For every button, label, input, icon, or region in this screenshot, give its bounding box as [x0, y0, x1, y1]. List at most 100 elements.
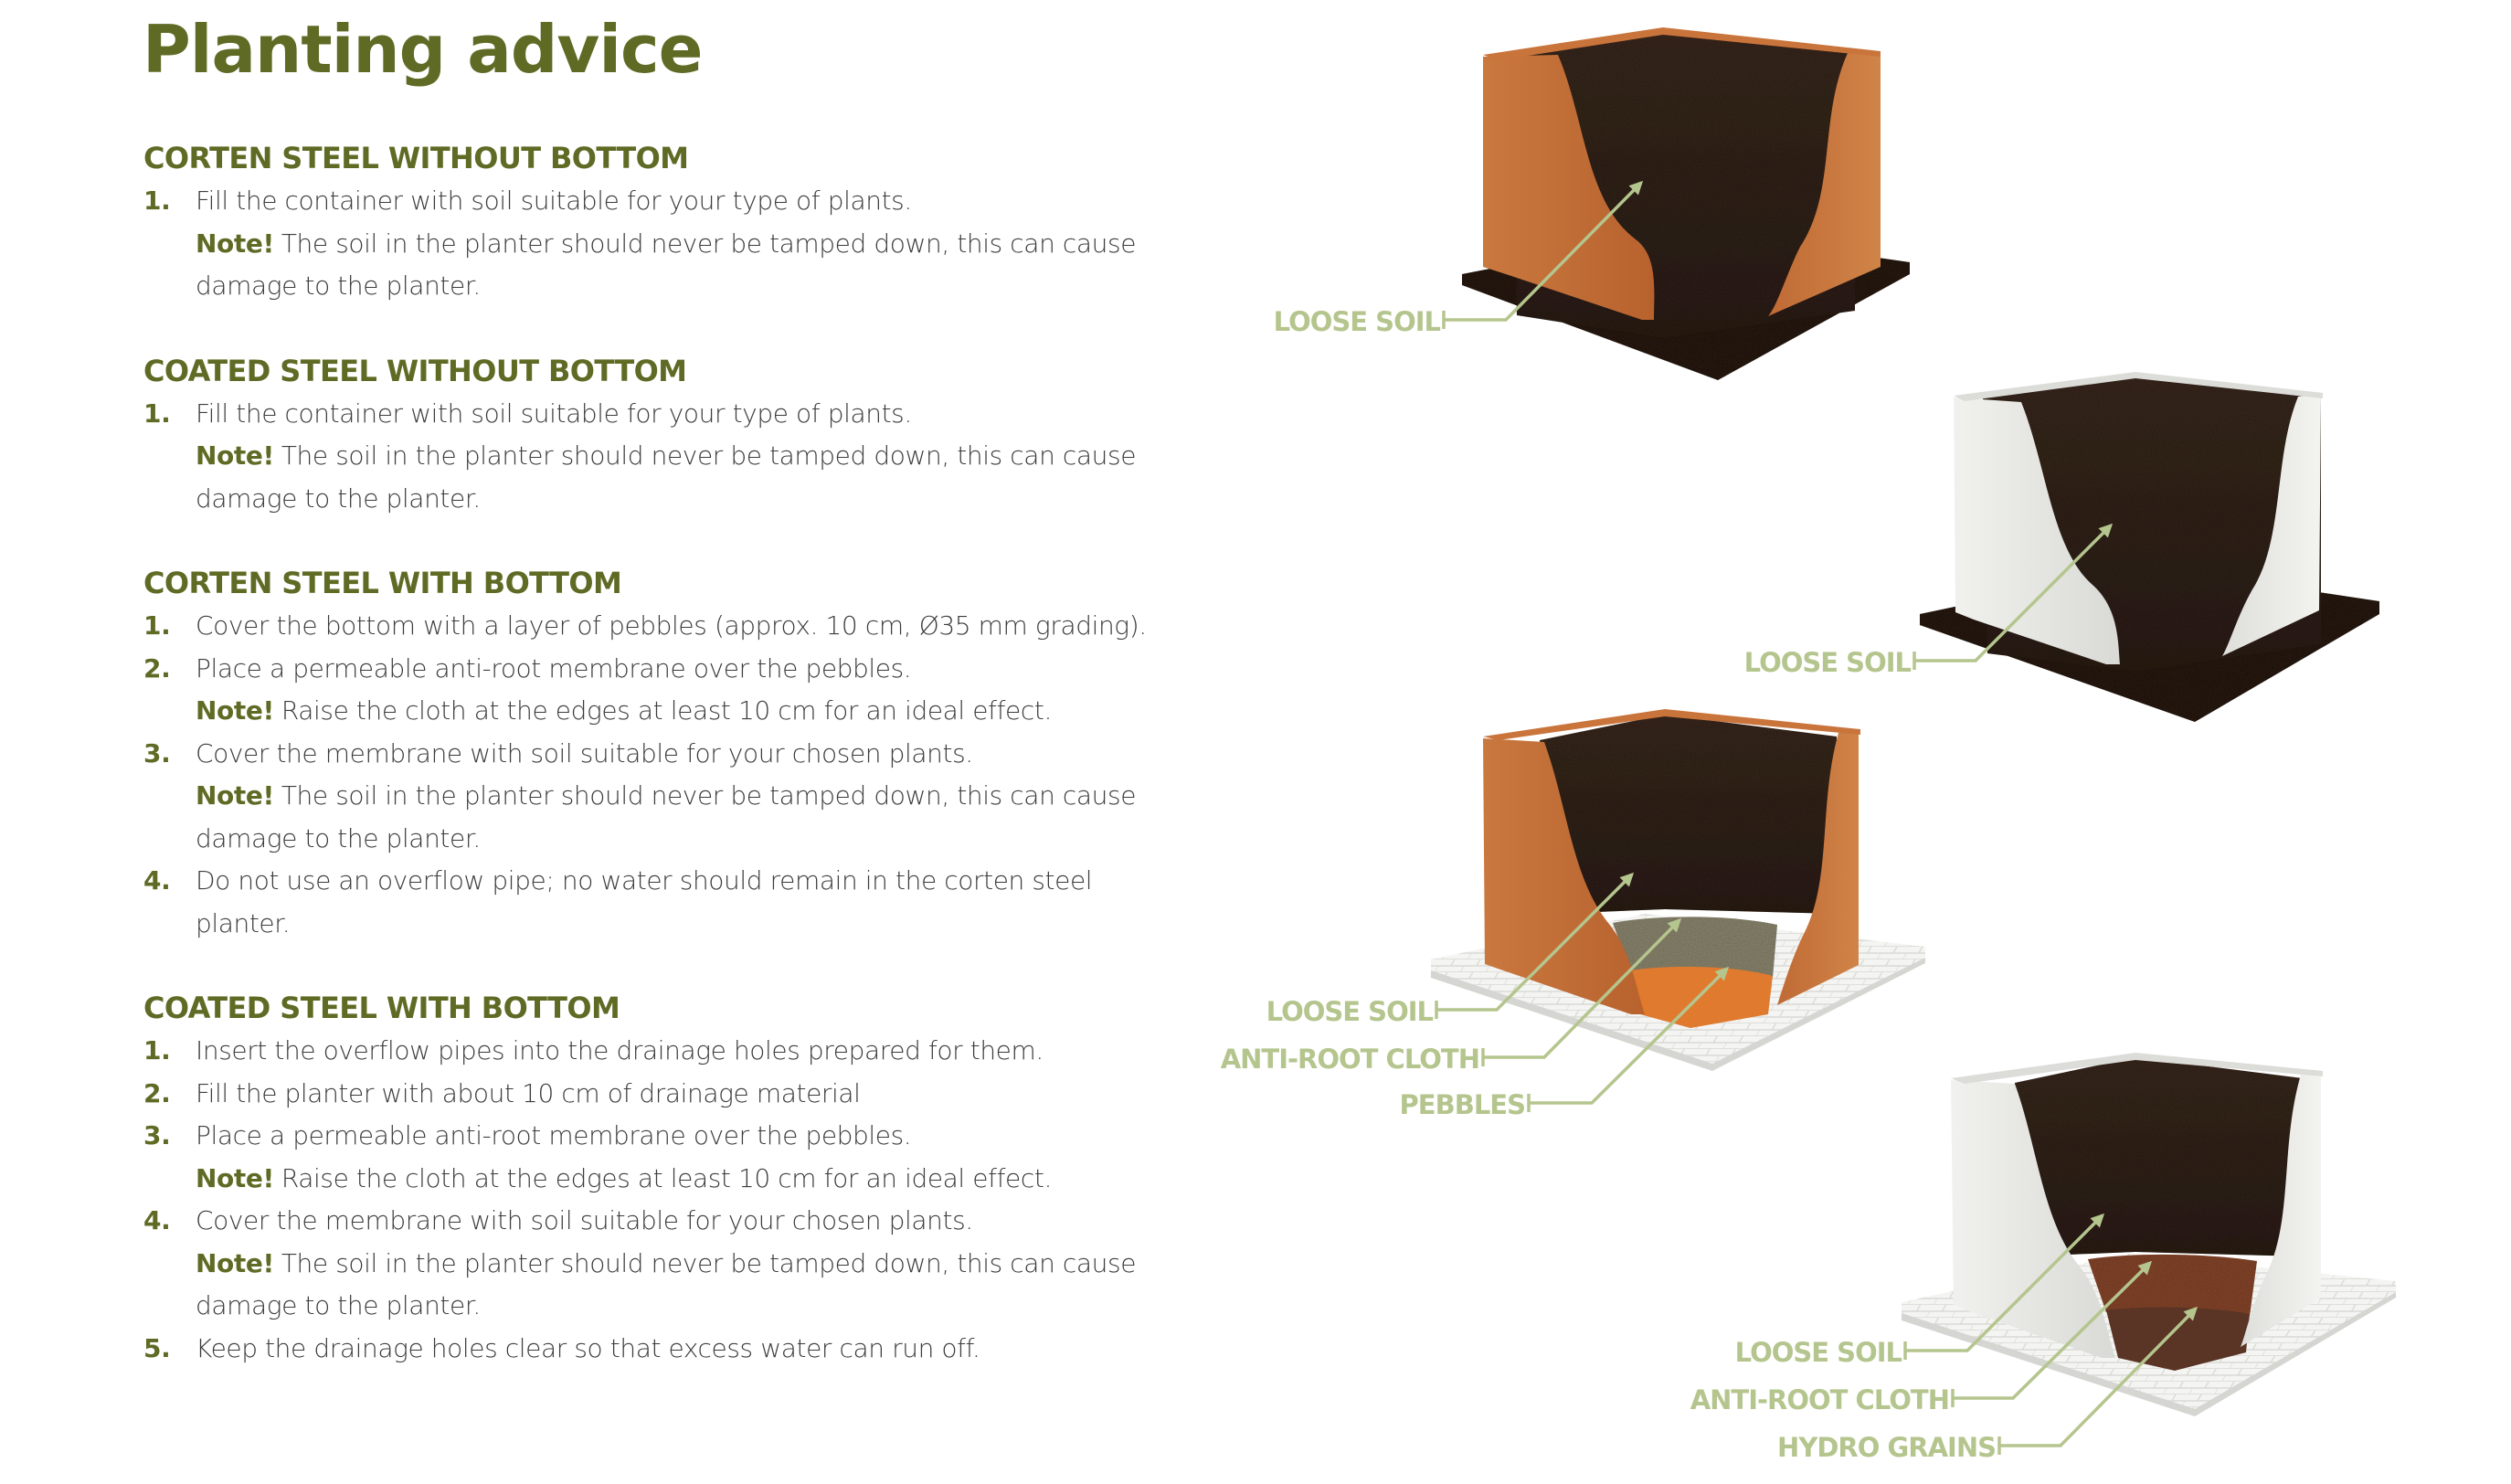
step-text: planter. — [196, 907, 291, 938]
corten-wall-left — [1483, 738, 1645, 1014]
corten-rim — [1483, 709, 1860, 740]
label-p1-loose-soil: LOOSE SOIL — [1273, 306, 1441, 337]
step-number: 1. — [143, 1035, 171, 1065]
step-row: 1. Insert the overflow pipes into the dra… — [143, 1030, 1176, 1073]
step-row: 3. Place a permeable anti-root membrane o… — [143, 1115, 1176, 1158]
planter-coated-with-bottom — [1902, 1053, 2396, 1416]
step-text: Cover the membrane with soil suitable fo… — [196, 1205, 973, 1235]
tile-base — [1431, 914, 1925, 1067]
note-text: Raise the cloth at the edges at least 10… — [281, 695, 1053, 726]
note-row: Note!Raise the cloth at the edges at lea… — [143, 1158, 1176, 1201]
step-text: Fill the container with soil suitable fo… — [196, 186, 912, 216]
note-label: Note! — [196, 1247, 274, 1278]
note-label: Note! — [196, 1162, 274, 1193]
section-corten-with-bottom: CORTEN STEEL WITH BOTTOM 1.Cover the bot… — [143, 562, 1176, 945]
planter-coated-without-bottom — [1920, 372, 2379, 722]
page-title: Planting advice — [143, 11, 704, 88]
note-row: Note!The soil in the planter should neve… — [143, 435, 1176, 478]
label-p2-loose-soil: LOOSE SOIL — [1743, 647, 1912, 678]
note-label: Note! — [196, 695, 274, 726]
leader-line-p3-anti-root-cloth — [1483, 917, 1682, 1059]
continuation-row: planter. — [143, 903, 1176, 946]
label-p4-anti-root-cloth: ANTI-ROOT CLOTH — [1690, 1384, 1950, 1415]
step-text: Keep the drainage holes clear so that ex… — [196, 1332, 980, 1363]
corten-wall-right — [1777, 731, 1859, 1005]
anti-root-cloth — [1631, 966, 1773, 1028]
step-row: 4. Cover the membrane with soil suitable … — [143, 1200, 1176, 1243]
leader-lines — [1435, 180, 2198, 1455]
step-text: Insert the overflow pipes into the drain… — [196, 1035, 1044, 1065]
step-number: 3. — [143, 737, 171, 768]
note-text: The soil in the planter should never be … — [281, 780, 1137, 811]
continuation-row: damage to the planter. — [143, 478, 1176, 521]
leader-line-p4-loose-soil — [1905, 1213, 2105, 1352]
continuation-row: damage to the planter. — [143, 1285, 1176, 1328]
leader-line-p4-hydro-grains — [1999, 1306, 2198, 1447]
note-text: The soil in the planter should never be … — [281, 228, 1137, 259]
step-row: 1.Fill the container with soil suitable … — [143, 180, 1176, 223]
step-number: 4. — [143, 1205, 171, 1235]
leader-line-p1-loose-soil — [1444, 180, 1644, 322]
step-text: Place a permeable anti-root membrane ove… — [196, 1120, 912, 1150]
planter-corten-with-bottom — [1431, 709, 1925, 1071]
step-number: 1. — [143, 610, 171, 641]
step-number: 3. — [143, 1120, 171, 1150]
step-text: damage to the planter. — [196, 270, 481, 301]
leader-line-p4-anti-root-cloth — [1953, 1260, 2153, 1400]
label-p3-pebbles: PEBBLES — [1399, 1089, 1526, 1120]
step-text: Fill the planter with about 10 cm of dra… — [196, 1077, 861, 1108]
step-row: 1. Cover the bottom with a layer of pebbl… — [143, 605, 1176, 648]
note-label: Note! — [196, 228, 274, 259]
soil-fill — [1540, 715, 1837, 914]
step-text: Place a permeable anti-root membrane ove… — [196, 652, 912, 684]
corten-rim — [1483, 27, 1881, 60]
soil-fill — [2015, 1057, 2303, 1256]
note-row: Note!The soil in the planter should neve… — [143, 223, 1176, 266]
step-text: damage to the planter. — [196, 1290, 481, 1320]
note-row: Note!The soil in the planter should neve… — [143, 775, 1176, 818]
hydro-grains-layer — [2088, 1254, 2257, 1316]
step-number: 5. — [143, 1332, 171, 1363]
note-row: Note!Raise the cloth at the edges at lea… — [143, 690, 1176, 733]
soil-fill — [1983, 376, 2321, 672]
step-text: Cover the bottom with a layer of pebbles… — [196, 610, 1147, 641]
note-label: Note! — [196, 780, 274, 811]
leader-line-p3-loose-soil — [1436, 872, 1635, 1012]
step-text: damage to the planter. — [196, 822, 481, 853]
label-p4-hydro-grains: HYDRO GRAINS — [1777, 1432, 1997, 1463]
step-row: 3.Cover the membrane with soil suitable … — [143, 733, 1176, 776]
coated-wall-left — [1954, 398, 2120, 664]
label-p4-loose-soil: LOOSE SOIL — [1734, 1337, 1902, 1368]
soil-base — [1920, 567, 2379, 722]
step-row: 2. Fill the planter with about 10 cm of d… — [143, 1073, 1176, 1116]
section-coated-without-bottom: COATED STEEL WITHOUT BOTTOM 1.Fill the c… — [143, 350, 1176, 521]
coated-wall-left — [1951, 1080, 2115, 1358]
tile-base-edge — [1431, 958, 1925, 1071]
step-number: 4. — [143, 865, 171, 896]
leader-tick — [1435, 311, 2001, 1455]
leader-line-p3-pebbles — [1529, 966, 1730, 1105]
coated-wall-right — [2241, 1072, 2321, 1347]
continuation-row: damage to the planter. — [143, 265, 1176, 308]
planter-corten-without-bottom — [1462, 27, 1910, 380]
step-number — [143, 223, 196, 266]
step-number: 2. — [143, 652, 171, 684]
section-heading: COATED STEEL WITH BOTTOM — [143, 991, 620, 1025]
label-p3-loose-soil: LOOSE SOIL — [1266, 996, 1434, 1027]
note-row: Note!The soil in the planter should neve… — [143, 1243, 1176, 1286]
step-text: damage to the planter. — [196, 482, 481, 514]
step-number: 2. — [143, 1077, 171, 1108]
tile-base — [1902, 1254, 2396, 1415]
step-row: 4.Do not use an overflow pipe; no water … — [143, 860, 1176, 903]
leader-line-p2-loose-soil — [1914, 523, 2114, 662]
section-coated-with-bottom: COATED STEEL WITH BOTTOM 1. Insert the ov… — [143, 987, 1176, 1370]
note-text: The soil in the planter should never be … — [281, 1247, 1137, 1278]
step-row: 2. Place a permeable anti-root membrane o… — [143, 648, 1176, 691]
soil-fill — [1512, 33, 1855, 338]
instructions: CORTEN STEEL WITHOUT BOTTOM 1.Fill the c… — [143, 137, 1176, 1412]
tile-base-edge — [1902, 1292, 2396, 1416]
pebbles-layer — [1613, 917, 1777, 978]
coated-rim — [1951, 1053, 2323, 1084]
section-heading: COATED STEEL WITHOUT BOTTOM — [143, 353, 687, 388]
section-corten-without-bottom: CORTEN STEEL WITHOUT BOTTOM 1.Fill the c… — [143, 137, 1176, 308]
